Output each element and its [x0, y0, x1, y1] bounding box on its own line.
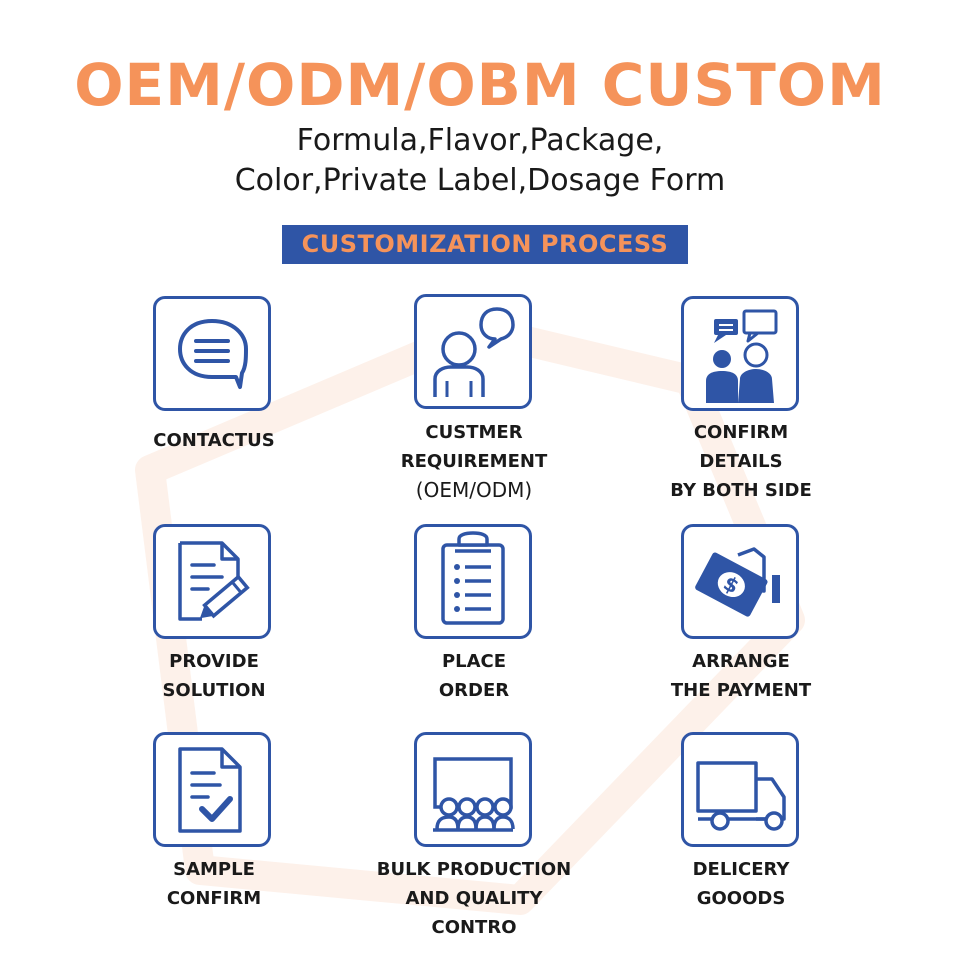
delivery-truck-icon [696, 761, 786, 831]
section-banner: CUSTOMIZATION PROCESS [282, 225, 688, 264]
step-place-order [414, 524, 532, 639]
page-title: OEM/ODM/OBM CUSTOM [74, 51, 886, 119]
money-payment-icon: $ [695, 547, 780, 617]
step-label-place-order: PLACE ORDER [438, 651, 510, 701]
step-label-bulk-production: BULK PRODUCTION AND QUALITY CONTRO [376, 859, 572, 938]
step-label-arrange-payment: ARRANGE THE PAYMENT [670, 651, 812, 701]
step-label-contact-us: CONTACTUS [153, 430, 275, 451]
chat-bubble-icon [178, 319, 248, 389]
production-line-icon [433, 757, 515, 832]
step-confirm-details [681, 296, 799, 411]
two-people-discussion-icon [706, 309, 778, 403]
step-label-customer-requirement: CUSTMER REQUIREMENT (OEM/ODM) [400, 422, 548, 502]
step-label-sample-confirm: SAMPLE CONFIRM [166, 859, 262, 909]
step-contact-us [153, 296, 271, 411]
step-bulk-production [414, 732, 532, 847]
step-label-delivery-goods: DELICERY GOOODS [692, 859, 790, 909]
document-check-icon [178, 747, 242, 833]
step-label-provide-solution: PROVIDE SOLUTION [162, 651, 266, 701]
customer-speech-icon [433, 307, 515, 397]
step-arrange-payment: $ [681, 524, 799, 639]
clipboard-list-icon [441, 531, 505, 625]
subtitle-line-2: Color,Private Label,Dosage Form [234, 163, 726, 198]
document-pencil-icon [178, 541, 250, 621]
subtitle-line-1: Formula,Flavor,Package, [296, 123, 664, 158]
step-sample-confirm [153, 732, 271, 847]
step-delivery-goods [681, 732, 799, 847]
step-provide-solution [153, 524, 271, 639]
step-customer-requirement [414, 294, 532, 409]
step-label-confirm-details: CONFIRM DETAILS BY BOTH SIDE [670, 422, 812, 501]
